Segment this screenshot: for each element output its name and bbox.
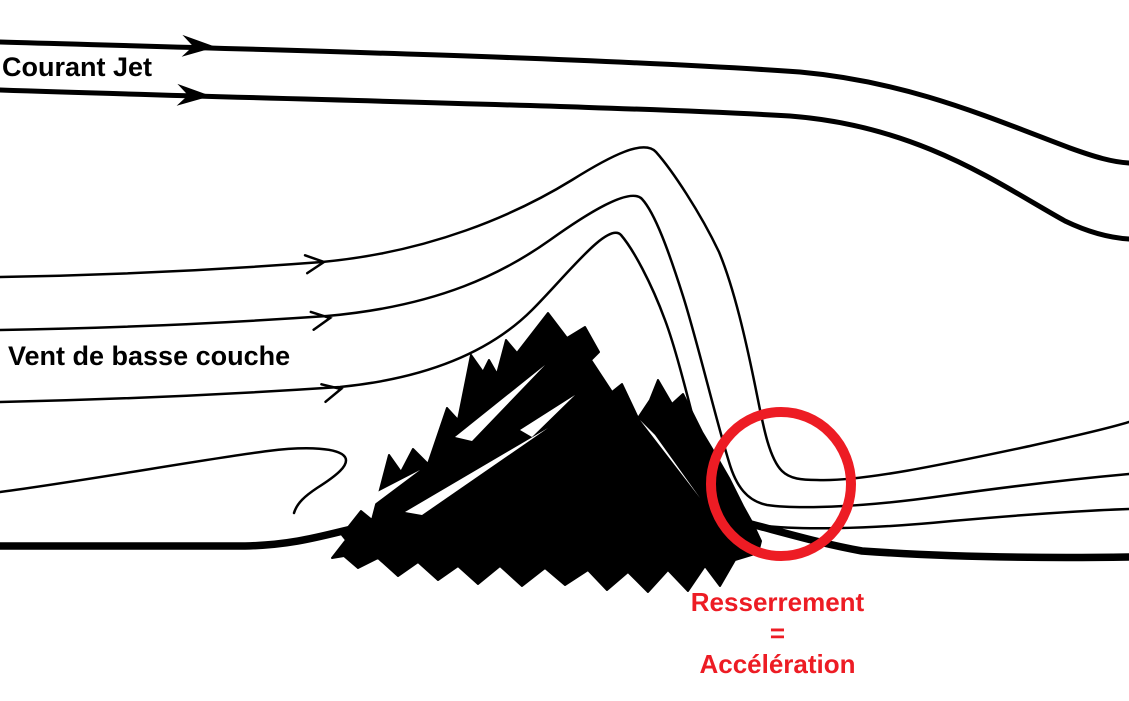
jet-arrowhead-upper <box>181 34 216 57</box>
low-arrowhead-middle <box>309 310 333 331</box>
low-streamline-lower <box>0 231 1129 530</box>
jet-arrowhead-lower <box>176 83 211 106</box>
mountain-silhouette <box>331 312 762 593</box>
jet-stream-label: Courant Jet <box>2 52 153 82</box>
jet-streamline-upper <box>0 39 1129 166</box>
low-streamline-upper <box>0 146 1129 482</box>
mountain-ridge-sliver-1 <box>405 428 548 515</box>
mountain-ridge-sliver-2 <box>455 365 545 441</box>
annotation-line-resserrement: Resserrement <box>690 587 865 617</box>
acceleration-annotation: Resserrement = Accélération <box>645 587 910 680</box>
low-level-wind-label: Vent de basse couche <box>8 341 291 371</box>
mountain-ridge-sliver-3 <box>640 420 700 498</box>
mountain-ridge-sliver-5 <box>520 395 575 437</box>
ground-line <box>0 504 1129 562</box>
jet-streamline-lower <box>0 87 1129 242</box>
low-arrowhead-lower <box>320 383 344 404</box>
low-arrowhead-upper <box>303 254 327 275</box>
mountain-ridge-sliver-4 <box>362 470 420 506</box>
annotation-line-acceleration: Accélération <box>699 649 856 679</box>
eddy-streamline <box>0 447 348 515</box>
compression-highlight-circle <box>706 407 856 561</box>
annotation-line-equals: = <box>769 618 786 648</box>
